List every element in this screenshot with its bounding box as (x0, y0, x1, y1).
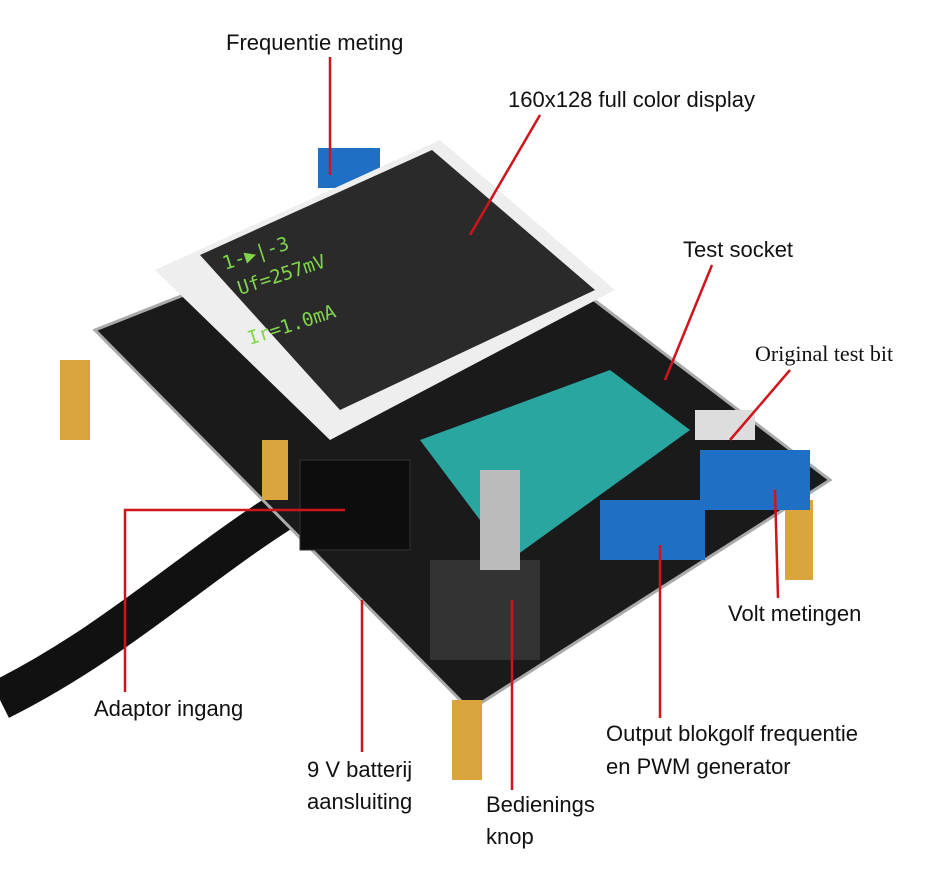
power-cable (0, 482, 311, 718)
standoff (452, 700, 482, 780)
standoff (60, 360, 90, 440)
label-output-1: Output blokgolf frequentie (606, 721, 858, 746)
label-volt: Volt metingen (728, 601, 862, 626)
label-knob-1: Bedienings (486, 792, 595, 817)
display-screen (200, 150, 595, 410)
rotary-encoder (430, 560, 540, 660)
standoff (262, 440, 288, 500)
label-socket: Test socket (683, 237, 794, 262)
label-test-bit: Original test bit (755, 341, 894, 366)
label-knob-2: knop (486, 824, 534, 849)
label-output-2: en PWM generator (606, 754, 791, 779)
test-bit (695, 410, 755, 440)
encoder-shaft (480, 470, 520, 570)
label-adaptor: Adaptor ingang (94, 696, 244, 721)
label-frequency: Frequentie meting (226, 30, 404, 55)
output-terminal (600, 500, 705, 560)
label-battery-2: aansluiting (307, 789, 413, 814)
standoff (785, 500, 813, 580)
label-battery-1: 9 V batterij (307, 757, 413, 782)
volt-terminal (700, 450, 810, 510)
leader-lines (123, 57, 791, 790)
dc-jack (299, 459, 411, 551)
label-display: 160x128 full color display (508, 87, 756, 112)
